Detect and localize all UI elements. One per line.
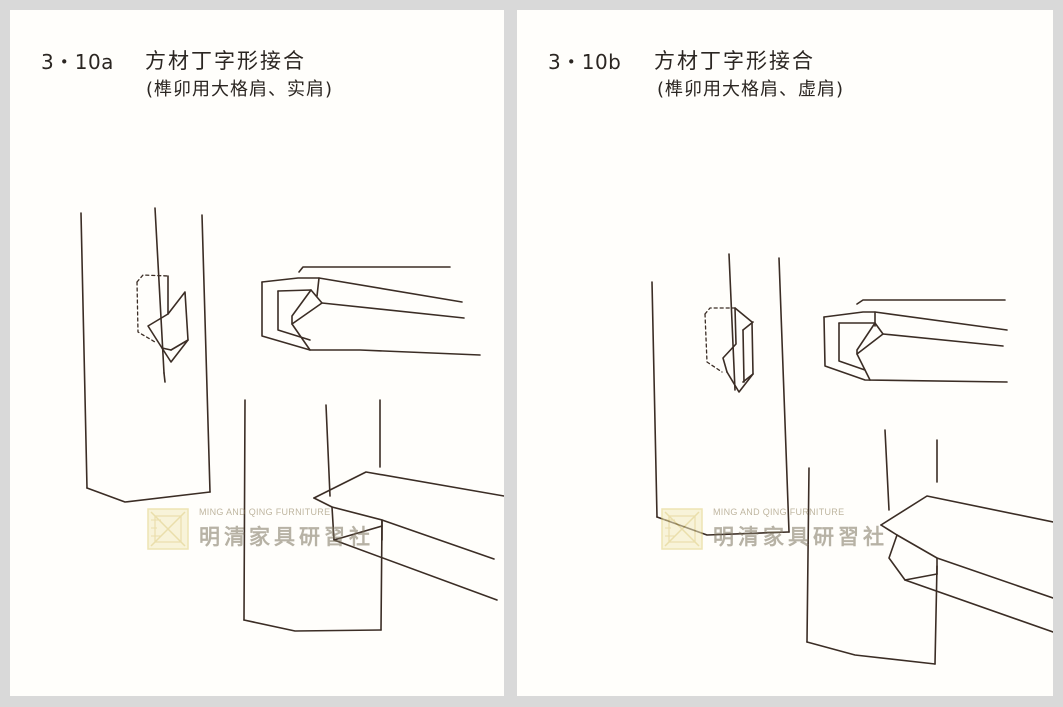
post-with-mortise [80,207,211,503]
figure-subtitle: (榫卯用大格肩、虚肩) [657,79,845,100]
watermark-chinese: 明清家具研習社 [199,524,374,549]
assembled-joint [806,429,1053,665]
figure-panel-a: 3・10a 方材丁字形接合 (榫卯用大格肩、实肩) [10,10,504,696]
joint-drawing-b [651,253,1053,665]
watermark-logo-icon [147,508,189,550]
watermark: MING AND QING FURNITURE 明清家具研習社 [147,507,374,551]
figure-number: 3・10b [548,50,622,74]
figure-panel-b: 3・10b 方材丁字形接合 (榫卯用大格肩、虚肩) [517,10,1053,696]
figure-title: 方材丁字形接合 [654,49,815,73]
post-with-mortise [651,253,790,536]
figure-title: 方材丁字形接合 [145,49,306,73]
rail-with-tenon [823,299,1008,383]
joint-drawing-a [80,207,504,632]
watermark-chinese: 明清家具研習社 [713,524,888,549]
assembled-joint [243,399,504,632]
watermark-english: MING AND QING FURNITURE [713,507,845,517]
watermark: MING AND QING FURNITURE 明清家具研習社 [661,507,888,551]
rail-with-tenon [261,266,481,356]
figure-subtitle: (榫卯用大格肩、实肩) [146,79,334,100]
watermark-english: MING AND QING FURNITURE [199,507,331,517]
figure-number: 3・10a [41,50,114,74]
watermark-logo-icon [661,508,703,550]
